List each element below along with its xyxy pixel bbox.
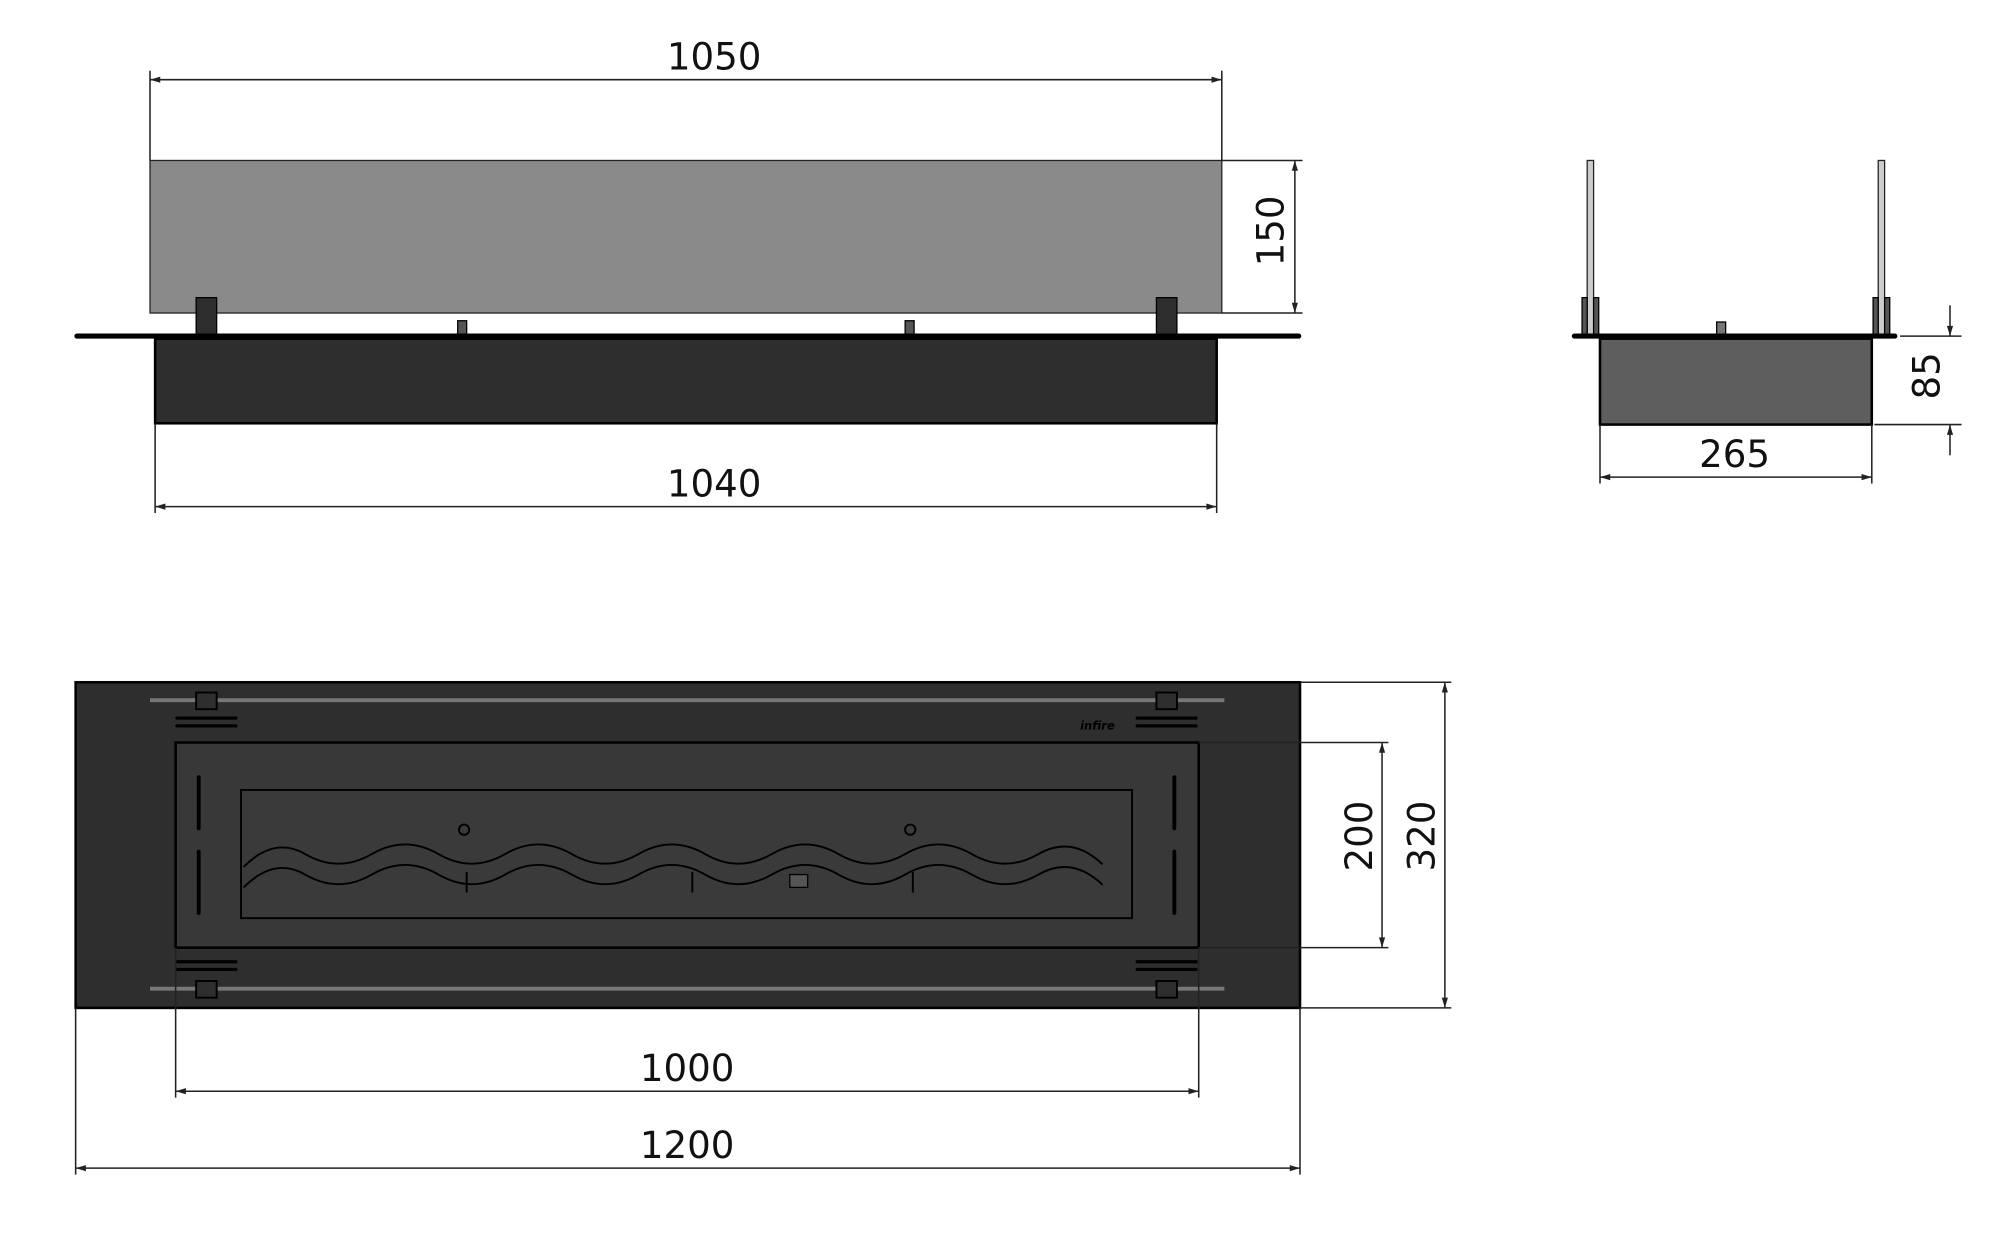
top-view: infire 200 320 1000 1200 <box>74 680 1452 1175</box>
screw-right <box>904 823 917 836</box>
burner-opening <box>240 788 1134 920</box>
front-view: 1050 150 1040 <box>74 34 1303 514</box>
flame-wave <box>242 843 1104 889</box>
dim-150: 150 <box>1248 196 1292 267</box>
dim-1050: 1050 <box>667 34 762 78</box>
side-body <box>1598 337 1874 426</box>
glass-pane-right <box>1877 159 1886 337</box>
dim-265: 265 <box>1699 432 1770 476</box>
sensor <box>789 873 809 889</box>
brand-logo: infire <box>1080 719 1115 733</box>
dim-1200: 1200 <box>640 1123 735 1167</box>
glass-post-left <box>195 297 218 337</box>
dim-320: 320 <box>1400 801 1444 872</box>
glass-panel <box>149 159 1223 314</box>
burner-body <box>153 337 1218 425</box>
dim-200: 200 <box>1337 801 1381 872</box>
glass-pane-left <box>1586 159 1595 337</box>
glass-post-right <box>1155 297 1178 337</box>
side-view: 85 265 <box>1571 159 1962 484</box>
dim-85: 85 <box>1905 352 1949 399</box>
screw-left <box>458 823 471 836</box>
dim-1000: 1000 <box>640 1046 735 1090</box>
dim-1040: 1040 <box>667 461 762 505</box>
